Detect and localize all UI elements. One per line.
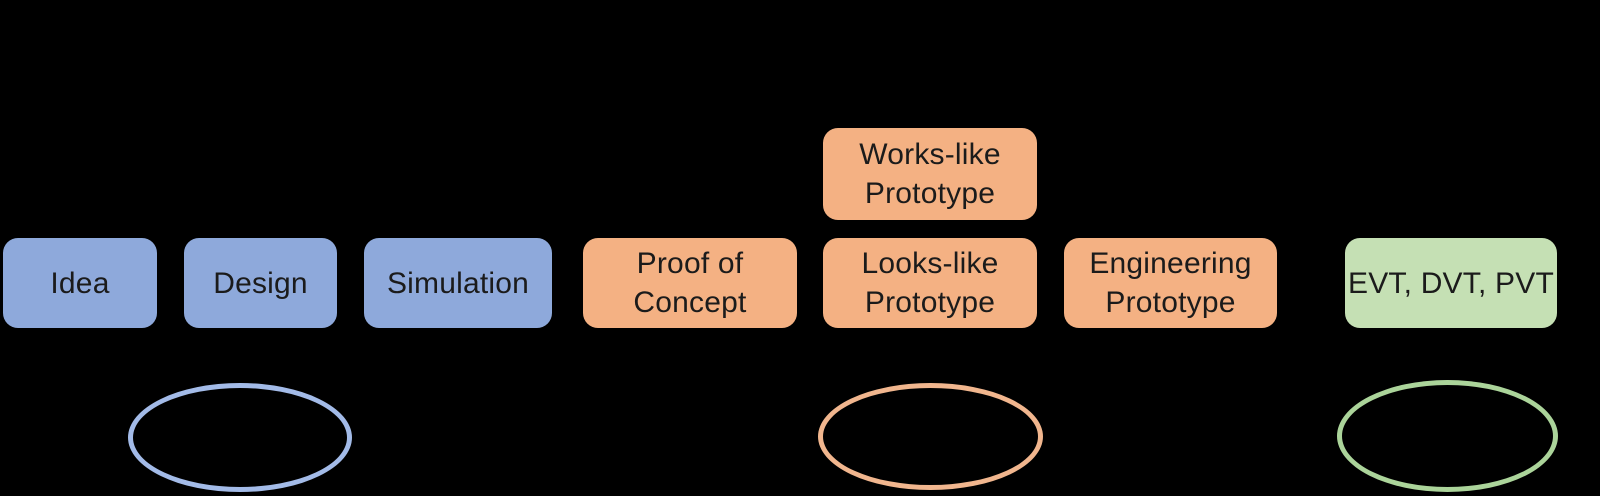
stage-box-design: Design <box>184 238 337 328</box>
stage-label-simulation: Simulation <box>386 266 530 300</box>
phase-ellipse-green <box>1337 380 1558 492</box>
stage-box-idea: Idea <box>3 238 157 328</box>
stage-label-design: Design <box>213 266 308 300</box>
stage-label-proof-of-concept: Proof of Concept <box>633 247 747 319</box>
stage-box-proof-of-concept: Proof of Concept <box>583 238 797 328</box>
stage-box-works-like-prototype: Works-like Prototype <box>823 128 1037 220</box>
stage-box-looks-like-prototype: Looks-like Prototype <box>823 238 1037 328</box>
phase-ellipse-orange <box>818 383 1043 490</box>
stage-label-evt-dvt-pvt: EVT, DVT, PVT <box>1348 266 1554 300</box>
stage-box-evt-dvt-pvt: EVT, DVT, PVT <box>1345 238 1557 328</box>
phase-ellipse-blue <box>128 383 352 492</box>
stage-label-looks-like-prototype: Looks-like Prototype <box>861 247 999 319</box>
stage-label-engineering-prototype: Engineering Prototype <box>1089 247 1252 319</box>
stage-label-idea: Idea <box>50 266 110 300</box>
stage-label-works-like-prototype: Works-like Prototype <box>859 138 1001 210</box>
stage-box-simulation: Simulation <box>364 238 552 328</box>
stage-box-engineering-prototype: Engineering Prototype <box>1064 238 1277 328</box>
